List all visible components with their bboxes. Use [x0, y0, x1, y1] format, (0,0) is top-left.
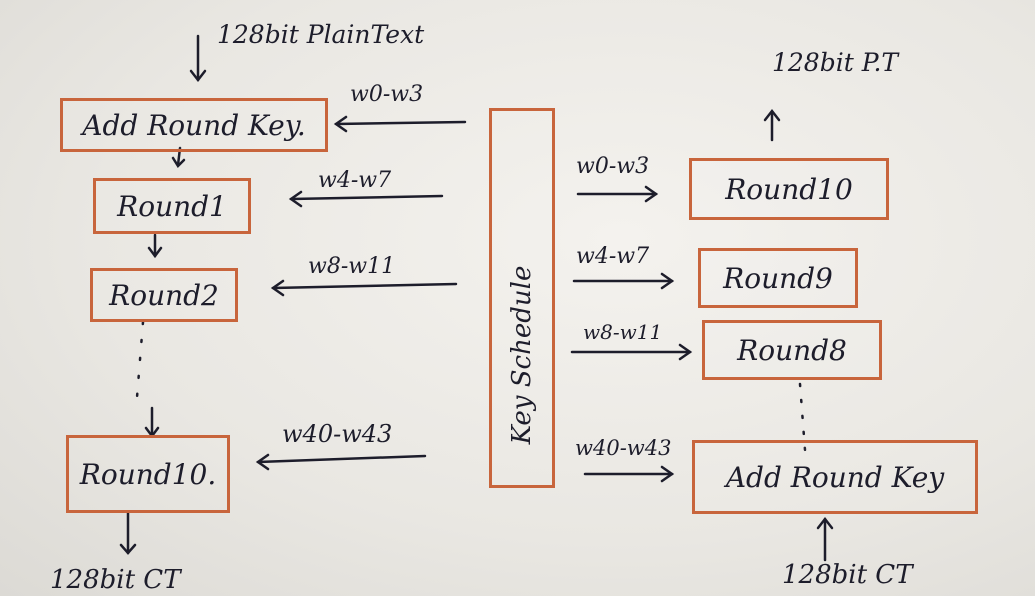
- plaintext-input-label: 128bit PlainText: [217, 20, 425, 49]
- dec-key-label-0: w0-w3: [576, 154, 650, 179]
- dec-key-label-2: w8-w11: [583, 320, 663, 344]
- dec-add-round-key-box: Add Round Key: [692, 440, 978, 514]
- key-schedule-label: Key Schedule: [507, 265, 537, 445]
- dotted-rounds-right: [798, 382, 807, 452]
- enc-round1-box: Round1: [93, 178, 251, 234]
- enc-add-round-key-box: Add Round Key.: [60, 98, 328, 152]
- enc-key-label-0: w0-w3: [350, 82, 424, 107]
- pt-output-label: 128bit P.T: [772, 48, 899, 77]
- arrow-key-to-ark: [334, 120, 467, 126]
- dec-key-label-3: w40-w43: [575, 436, 672, 460]
- enc-key-label-2: w8-w11: [308, 254, 396, 279]
- ciphertext-output-label: 128bit CT: [50, 565, 181, 595]
- dec-round9-box: Round9: [698, 248, 858, 308]
- enc-key-label-3: w40-w43: [282, 420, 393, 448]
- enc-round2-box: Round2: [90, 268, 238, 322]
- ct-input-label: 128bit CT: [782, 560, 913, 590]
- dec-round8-box: Round8: [702, 320, 882, 380]
- enc-round10-box: Round10.: [66, 435, 230, 513]
- arrow-key-to-round10: [256, 454, 427, 464]
- dec-key-label-1: w4-w7: [576, 244, 650, 269]
- dec-round10-box: Round10: [689, 158, 889, 220]
- dotted-rounds-left: [134, 320, 145, 412]
- enc-key-label-1: w4-w7: [318, 168, 392, 193]
- key-schedule-box: [489, 108, 555, 488]
- arrow-key-to-round2: [271, 282, 458, 290]
- arrow-key-to-round1: [289, 194, 444, 201]
